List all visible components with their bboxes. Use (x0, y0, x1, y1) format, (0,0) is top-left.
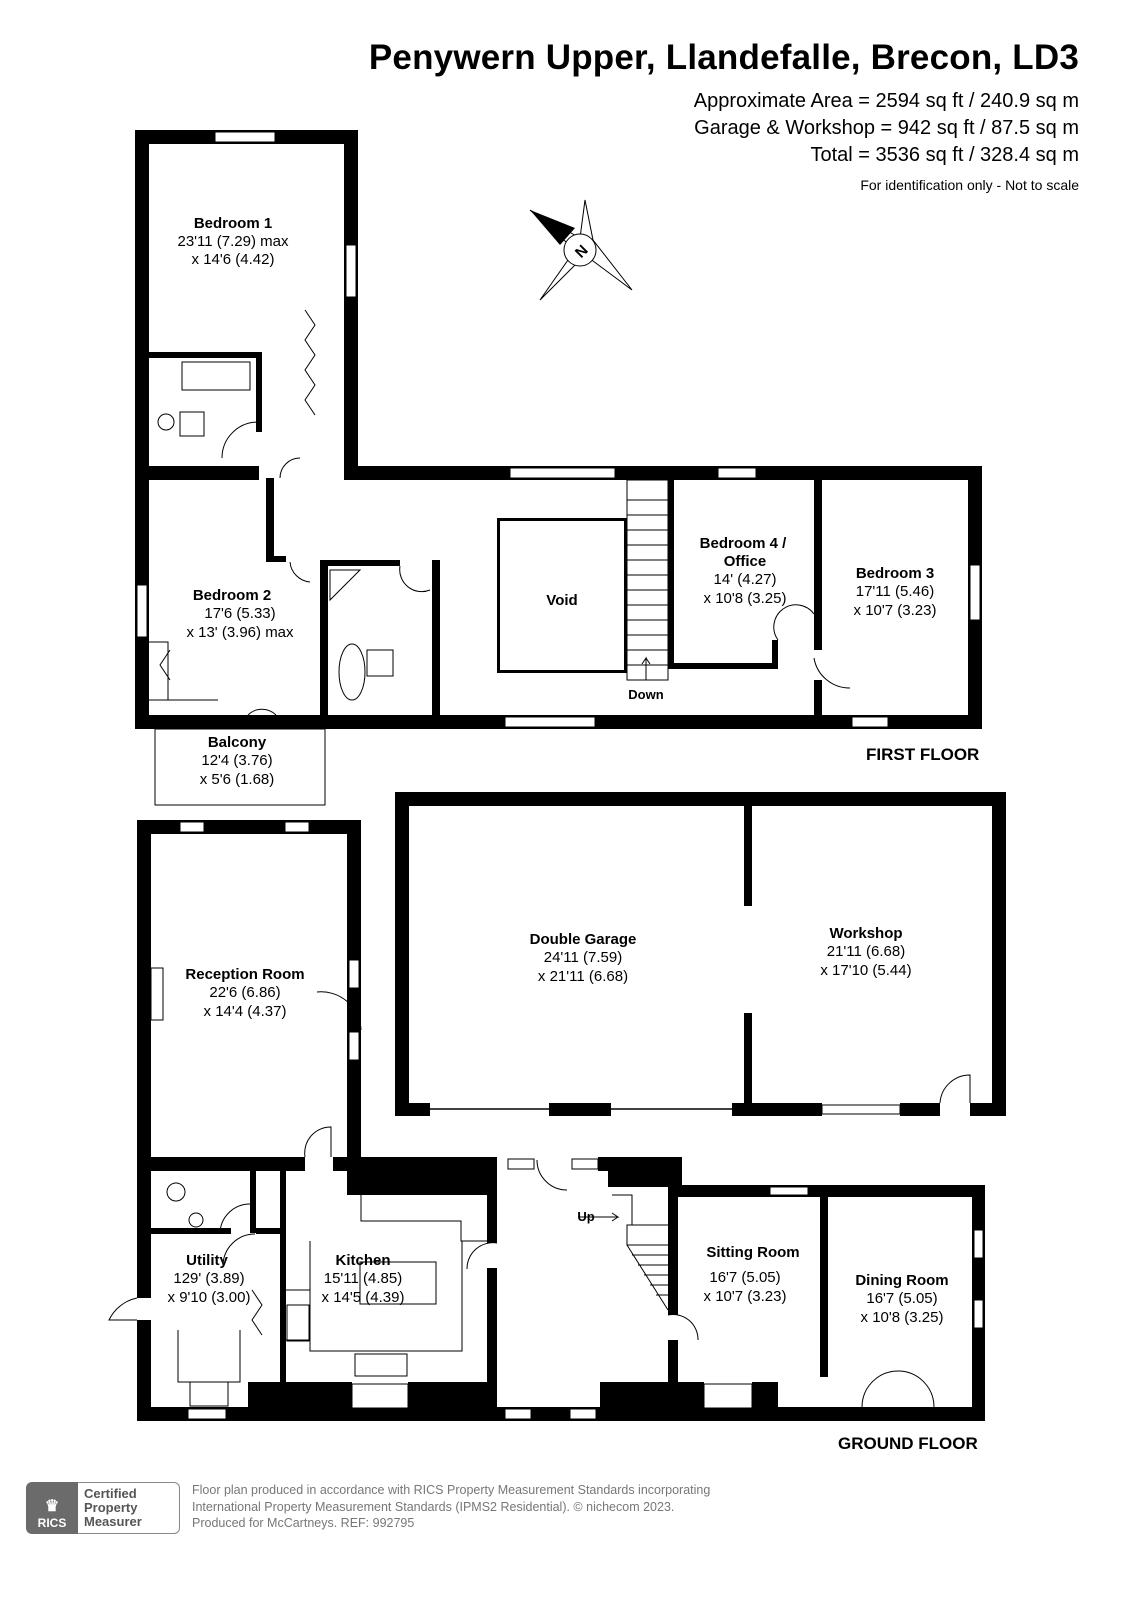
room-bedroom-2: Bedroom 2 17'6 (5.33) x 13' (3.96) max (186, 587, 294, 641)
svg-text:Dining Room: Dining Room (855, 1272, 948, 1289)
svg-text:x 10'7 (3.23): x 10'7 (3.23) (854, 602, 937, 619)
svg-text:22'6 (6.86): 22'6 (6.86) (209, 984, 280, 1001)
svg-text:Balcony: Balcony (208, 734, 267, 751)
svg-text:15'11 (4.85): 15'11 (4.85) (324, 1270, 402, 1287)
svg-text:x 9'10 (3.00): x 9'10 (3.00) (168, 1289, 251, 1306)
room-kitchen: Kitchen 15'11 (4.85) x 14'5 (4.39) (322, 1252, 405, 1306)
svg-text:16'7 (5.05): 16'7 (5.05) (866, 1290, 937, 1307)
svg-text:Utility: Utility (186, 1252, 228, 1269)
compass-north-icon: N (529, 199, 633, 301)
svg-text:x 17'10 (5.44): x 17'10 (5.44) (820, 962, 911, 979)
svg-text:x 21'11 (6.68): x 21'11 (6.68) (538, 968, 628, 985)
room-bedroom-1: Bedroom 1 23'11 (7.29) max x 14'6 (4.42) (178, 215, 289, 268)
svg-text:23'11 (7.29) max: 23'11 (7.29) max (178, 233, 289, 250)
room-bedroom-4-office: Bedroom 4 / Office 14' (4.27) x 10'8 (3.… (700, 535, 788, 607)
svg-text:x 14'4 (4.37): x 14'4 (4.37) (204, 1003, 287, 1020)
svg-text:Bedroom 4 /: Bedroom 4 / (700, 535, 788, 552)
ground-floor-label: GROUND FLOOR (838, 1434, 978, 1453)
svg-text:Bedroom 1: Bedroom 1 (194, 215, 272, 232)
lion-icon: ♛ (44, 1498, 60, 1515)
garage-workshop-area: Garage & Workshop = 942 sq ft / 87.5 sq … (694, 117, 1079, 139)
total-area: Total = 3536 sq ft / 328.4 sq m (810, 144, 1080, 166)
stairs-up-label: Up (577, 1209, 594, 1224)
room-sitting: Sitting Room 16'7 (5.05) x 10'7 (3.23) (704, 1244, 800, 1305)
room-bedroom-3: Bedroom 3 17'11 (5.46) x 10'7 (3.23) (854, 565, 937, 619)
rics-logo: ♛ RICS (26, 1482, 78, 1534)
rics-badge: ♛ RICS Certified Property Measurer (26, 1482, 180, 1534)
svg-text:Bedroom 3: Bedroom 3 (856, 565, 934, 582)
svg-text:Kitchen: Kitchen (335, 1252, 390, 1269)
svg-text:x 14'6 (4.42): x 14'6 (4.42) (192, 251, 275, 268)
room-double-garage: Double Garage 24'11 (7.59) x 21'11 (6.68… (530, 931, 637, 985)
svg-text:Bedroom 2: Bedroom 2 (193, 587, 271, 604)
svg-text:x 13' (3.96) max: x 13' (3.96) max (186, 624, 294, 641)
first-floor-label: FIRST FLOOR (866, 745, 979, 764)
outbuilding-walls (395, 792, 1006, 1116)
svg-text:x 5'6 (1.68): x 5'6 (1.68) (200, 771, 275, 788)
svg-text:x 10'8 (3.25): x 10'8 (3.25) (861, 1309, 944, 1326)
room-dining: Dining Room 16'7 (5.05) x 10'8 (3.25) (855, 1272, 948, 1326)
svg-text:Workshop: Workshop (829, 925, 902, 942)
svg-text:Double Garage: Double Garage (530, 931, 637, 948)
void-label: Void (546, 592, 577, 609)
page-title: Penywern Upper, Llandefalle, Brecon, LD3 (368, 38, 1079, 77)
room-reception: Reception Room 22'6 (6.86) x 14'4 (4.37) (185, 966, 304, 1020)
svg-text:21'11 (6.68): 21'11 (6.68) (827, 943, 905, 960)
room-balcony: Balcony 12'4 (3.76) x 5'6 (1.68) (200, 734, 275, 788)
svg-text:17'11 (5.46): 17'11 (5.46) (856, 583, 934, 600)
svg-text:Office: Office (724, 553, 767, 570)
scale-note: For identification only - Not to scale (860, 177, 1079, 193)
room-utility: Utility 129' (3.89) x 9'10 (3.00) (168, 1252, 251, 1306)
svg-text:16'7 (5.05): 16'7 (5.05) (709, 1269, 780, 1286)
svg-text:24'11 (7.59): 24'11 (7.59) (544, 949, 622, 966)
svg-text:Sitting Room: Sitting Room (706, 1244, 799, 1261)
svg-text:x 10'8 (3.25): x 10'8 (3.25) (704, 590, 787, 607)
svg-text:x 10'7 (3.23): x 10'7 (3.23) (704, 1288, 787, 1305)
ground-floor-walls (108, 820, 985, 1421)
badge-text: Certified Property Measurer (78, 1482, 180, 1534)
first-floor-walls (135, 130, 982, 806)
svg-text:x 14'5 (4.39): x 14'5 (4.39) (322, 1289, 405, 1306)
svg-text:Reception Room: Reception Room (185, 966, 304, 983)
svg-text:17'6 (5.33): 17'6 (5.33) (204, 605, 275, 622)
stairs-down-label: Down (628, 687, 663, 702)
footer-text: Floor plan produced in accordance with R… (192, 1483, 711, 1530)
svg-text:12'4 (3.76): 12'4 (3.76) (201, 752, 272, 769)
svg-text:129' (3.89): 129' (3.89) (173, 1270, 244, 1287)
room-workshop: Workshop 21'11 (6.68) x 17'10 (5.44) (820, 925, 911, 979)
svg-text:14' (4.27): 14' (4.27) (714, 571, 777, 588)
footer: ♛ RICS Certified Property Measurer Floor… (26, 1482, 786, 1538)
approximate-area: Approximate Area = 2594 sq ft / 240.9 sq… (693, 90, 1079, 112)
